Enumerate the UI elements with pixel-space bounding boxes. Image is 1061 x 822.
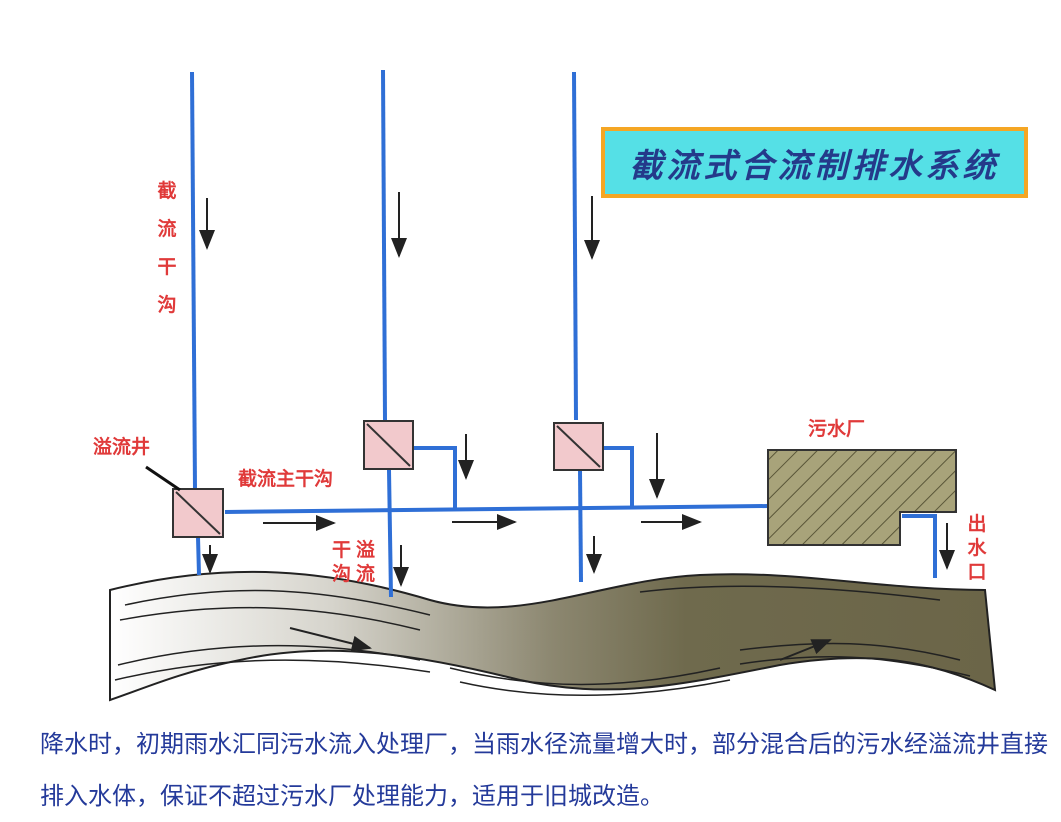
right-arrows: [263, 514, 702, 531]
main-interceptor-pipe: [224, 446, 937, 578]
label-sewage-plant: 污水厂: [808, 418, 866, 440]
overflow-well-3: [553, 422, 604, 471]
label-intercept-branch: 截流干沟: [157, 180, 177, 316]
caption-text: 降水时，初期雨水汇同污水流入处理厂，当雨水径流量增大时，部分混合后的污水经溢流井…: [40, 730, 1048, 810]
river-flow-arrow-2: [779, 639, 832, 661]
label-trunk-overflow-2: 溢流: [356, 539, 376, 585]
well-pointer-line: [145, 465, 181, 492]
river-flow-arrow-1: [289, 627, 372, 652]
branch-pipes: [190, 69, 583, 598]
label-main-interceptor: 截流主干沟: [238, 468, 334, 490]
overflow-well-2: [363, 420, 414, 470]
down-arrows: [199, 192, 955, 587]
label-overflow-well: 溢流井: [93, 436, 151, 458]
overflow-well-1: [172, 488, 224, 538]
label-outfall: 出水口: [967, 513, 987, 583]
diagram-title: 截流式合流制排水系统: [601, 127, 1028, 198]
label-trunk-overflow-1: 干沟: [332, 539, 352, 585]
sewage-plant-block: [767, 449, 957, 546]
river: [109, 570, 997, 702]
